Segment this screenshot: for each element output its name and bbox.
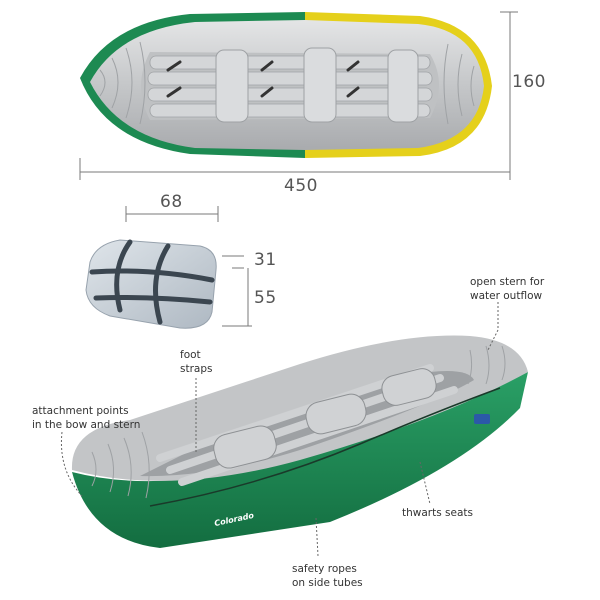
callout-attachment-points-line1: attachment points	[32, 405, 129, 417]
pack-width-label: 68	[160, 192, 183, 212]
thwarts	[215, 47, 419, 123]
bow-pleats-perspective	[91, 345, 506, 499]
thwart-seats	[213, 368, 437, 469]
safety-rope	[149, 387, 501, 507]
callout-foot-straps-line1: foot	[180, 349, 201, 361]
dim-lines-bag	[125, 206, 252, 327]
callout-leaders	[60, 302, 499, 557]
callout-safety-ropes-line1: safety ropes	[292, 563, 357, 575]
callout-attachment-points: attachment points in the bow and stern	[32, 404, 140, 432]
callout-thwarts-seats: thwarts seats	[402, 506, 473, 520]
callout-foot-straps-line2: straps	[180, 363, 213, 375]
callout-open-stern-line2: water outflow	[470, 290, 543, 302]
callout-thwarts-seats-line1: thwarts seats	[402, 507, 473, 519]
raft-perspective-view	[71, 335, 528, 548]
packed-bag	[85, 239, 217, 329]
raft-top-view	[80, 12, 492, 158]
pack-depth-label: 31	[254, 250, 277, 270]
bow-pleats	[99, 41, 475, 125]
dim-lines-top	[79, 11, 518, 180]
callout-open-stern: open stern for water outflow	[470, 275, 544, 303]
callout-foot-straps: foot straps	[180, 348, 212, 376]
callout-safety-ropes-line2: on side tubes	[292, 577, 363, 589]
logo-badge	[474, 414, 490, 424]
boat-length-label: 450	[284, 176, 318, 196]
callout-open-stern-line1: open stern for	[470, 276, 545, 288]
callout-attachment-points-line2: in the bow and stern	[32, 419, 141, 431]
callout-safety-ropes: safety ropes on side tubes	[292, 562, 363, 590]
foot-straps-top	[166, 60, 360, 98]
boat-width-label: 160	[512, 72, 546, 92]
pack-height-label: 55	[254, 288, 277, 308]
